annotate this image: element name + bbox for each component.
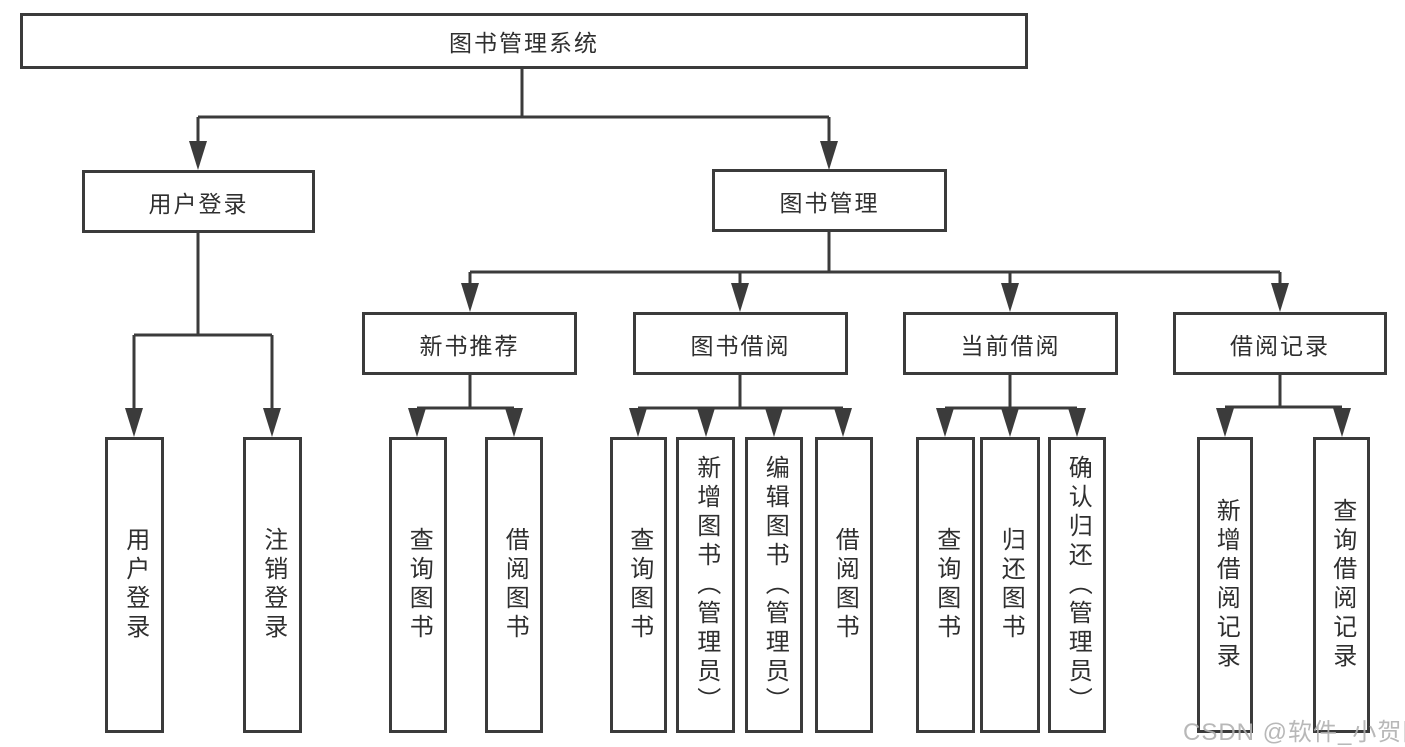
leaf-cb-query-book: 查询图书 (916, 437, 975, 733)
node-book-borrowing: 图书借阅 (633, 312, 848, 375)
node-current-borrowing: 当前借阅 (903, 312, 1118, 375)
node-book-management: 图书管理 (712, 169, 947, 232)
leaf-bb-add-book: 新增图书（管理员） (676, 437, 735, 733)
leaf-bb-borrow-book: 借阅图书 (815, 437, 873, 733)
leaf-user-login: 用户登录 (105, 437, 164, 733)
node-new-book-recommend: 新书推荐 (362, 312, 577, 375)
leaf-nb-borrow-book: 借阅图书 (485, 437, 543, 733)
leaf-cb-return-book: 归还图书 (980, 437, 1040, 733)
csdn-watermark: CSDN @软件_小贺同学 (1183, 719, 1405, 746)
leaf-bb-query-book: 查询图书 (610, 437, 667, 733)
leaf-nb-query-book: 查询图书 (389, 437, 447, 733)
leaf-br-add-record: 新增借阅记录 (1197, 437, 1253, 733)
node-library-system: 图书管理系统 (20, 13, 1028, 69)
node-user-login: 用户登录 (82, 170, 315, 233)
leaf-cb-confirm-return: 确认归还（管理员） (1048, 437, 1106, 733)
node-borrowing-records: 借阅记录 (1173, 312, 1387, 375)
leaf-bb-edit-book: 编辑图书（管理员） (745, 437, 803, 733)
leaf-logout: 注销登录 (243, 437, 302, 733)
leaf-br-query-record: 查询借阅记录 (1313, 437, 1370, 733)
